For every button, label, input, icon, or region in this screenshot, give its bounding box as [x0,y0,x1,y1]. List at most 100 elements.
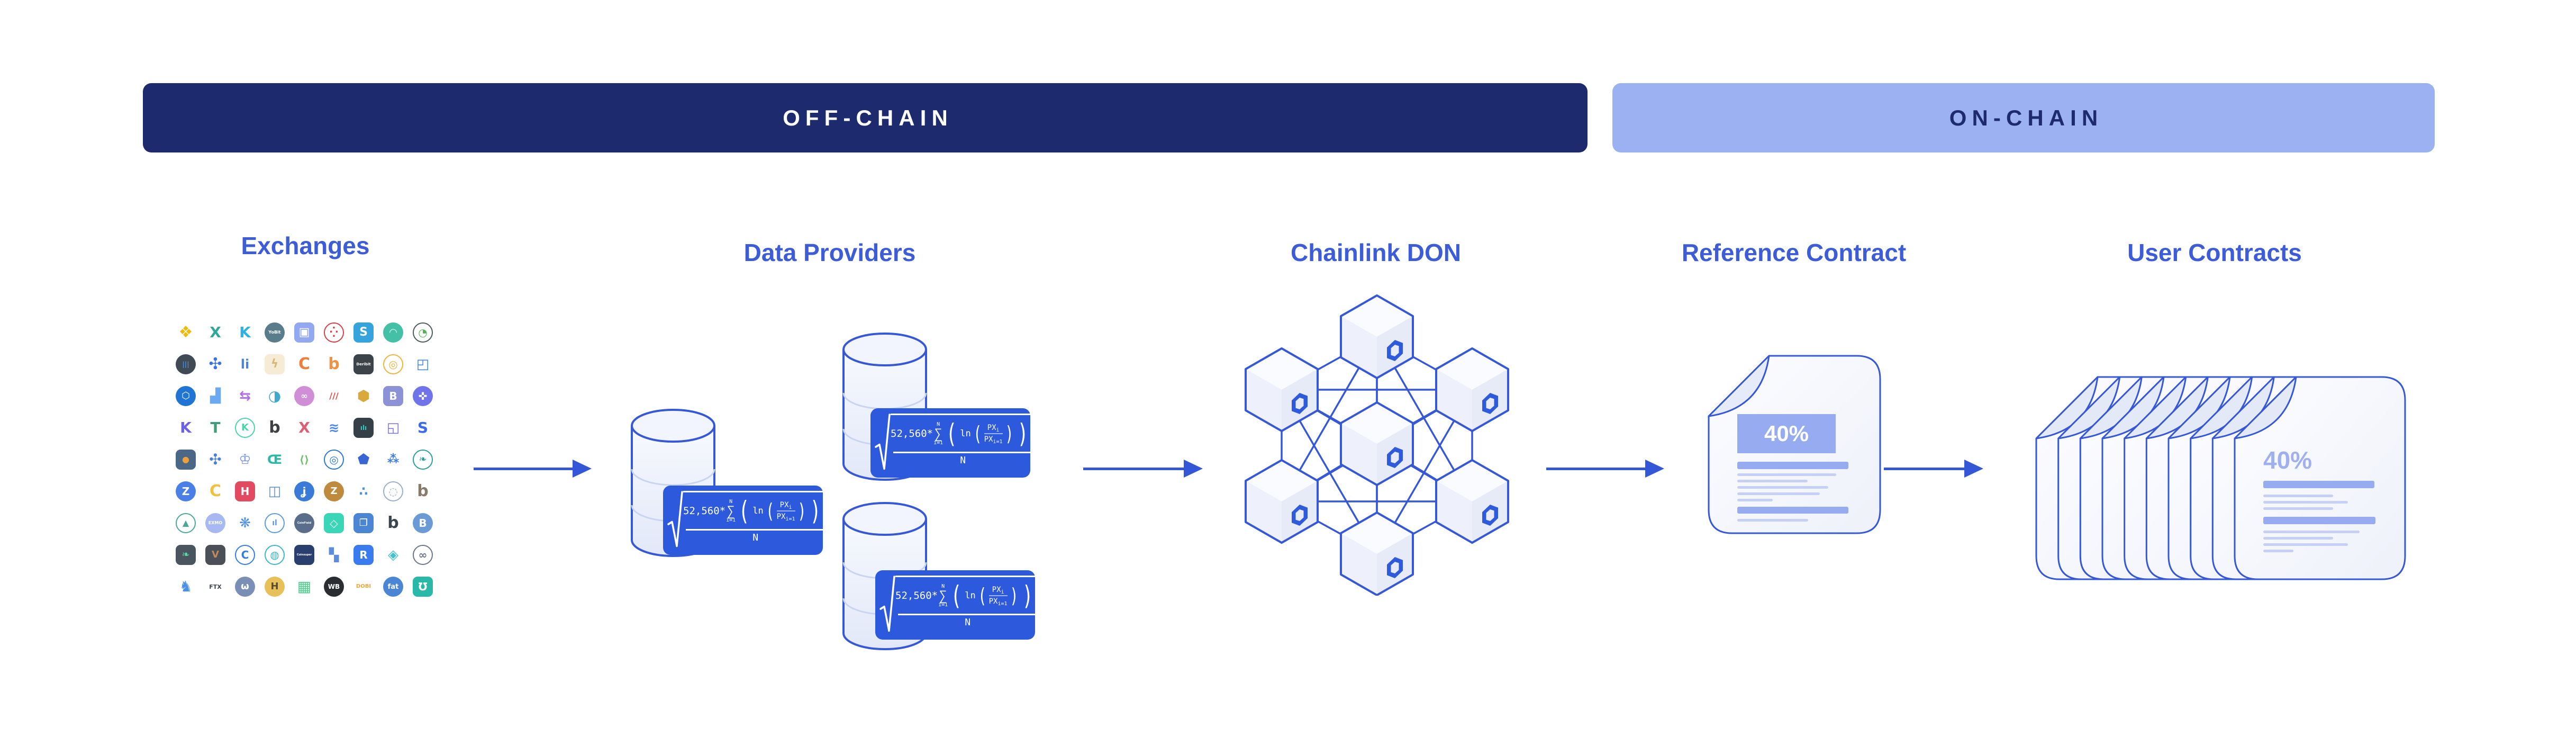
exchange-logo: ⟨⟩ [299,453,310,466]
exchange-logo: b [269,418,280,437]
exchange-logo: ∞ [289,380,319,412]
don-node [1435,347,1509,432]
exchange-logo: R [349,539,378,571]
exchange-logo: li [240,357,250,372]
square-root-icon [875,414,891,470]
exchange-logo: ◑ [268,387,282,405]
exchange-logo: ≋ [328,420,340,435]
exchange-logo: ılı [349,412,378,444]
flow-arrow-reference-to-users [1884,460,1983,478]
exchange-logo: B [408,507,438,539]
exchange-logo: ⬡ [171,380,201,412]
user-contracts-stack [2035,376,2406,580]
exchange-logo: B [378,380,408,412]
exchange-logo: C [298,355,311,373]
exchange-logo: X [298,419,310,436]
doc-text-line [1737,486,1828,489]
chainlink-logo-icon [1387,557,1403,578]
sigma-notation: N ∑ i=1 [933,421,944,446]
exchange-logo: ◰ [416,356,430,372]
exchange-logo: ▚ [329,547,339,562]
doc-text-line [2263,495,2333,497]
exchange-logo: ◱ [386,420,400,436]
off-chain-banner: OFF-CHAIN [143,83,1588,152]
exchange-logo: ϟ [260,348,289,380]
exchange-logo: ▟ [210,388,221,404]
don-node [1340,401,1414,486]
doc-text-line [1737,492,1820,495]
chainlink-logo-icon [1482,393,1498,414]
exchange-logo: ◎ [319,444,349,475]
flow-arrow-don-to-reference [1546,460,1664,478]
don-node [1340,511,1414,596]
exchange-logo: S [417,419,429,436]
doc-text-line [2263,531,2360,533]
front-contract-content: 40% [2233,375,2407,581]
exchange-logo: C [209,482,222,500]
sigma-notation: N ∑ i=1 [726,498,736,523]
exchange-logo: ❐ [349,507,378,539]
exchange-logo: ❧ [171,539,201,571]
exchange-logo: ◍ [260,539,289,571]
exchange-logo: Deribit [349,348,378,380]
section-label-chainlink-don: Chainlink DON [1290,239,1462,266]
don-node [1245,459,1319,544]
sigma-notation: N ∑ i=1 [938,583,948,608]
exchange-logo: YoBit [260,317,289,348]
chainlink-logo-icon [1387,340,1403,361]
exchange-logo: ✣ [209,451,222,468]
exchange-logo: S [349,317,378,348]
exchange-logo: ◔ [408,317,438,348]
doc-text-line [2263,517,2375,524]
flow-arrow-providers-to-don [1083,460,1203,478]
exchange-logo: ıl [260,507,289,539]
exchange-logo: C [230,539,260,571]
doc-text-line [2263,537,2333,540]
exchange-logo: ∴ [359,484,368,499]
doc-text-line [1737,462,1848,469]
exchange-logo: H [230,475,260,507]
contract-page [2234,376,2406,580]
exchange-logo: ♔ [239,452,251,468]
folded-corner [1708,355,1770,417]
doc-text-line [2263,481,2374,488]
exchange-logo: H [260,571,289,603]
don-node [1340,294,1414,379]
don-node [1245,347,1319,432]
doc-text-line [1737,507,1848,514]
percentage-badge: 40% [1737,414,1836,453]
exchange-logo: /// [329,391,339,401]
on-chain-banner-label: ON-CHAIN [1949,105,2103,130]
exchange-logo: ⇆ [239,388,251,404]
chainlink-logo-icon [1482,505,1498,526]
formula-coefficient: 52,560* [683,505,726,517]
exchange-logo: CoinField [289,507,319,539]
formula-denominator: N [965,617,971,628]
off-chain-banner-label: OFF-CHAIN [783,105,953,130]
square-root-icon [879,576,895,632]
exchange-logo: Z [171,475,201,507]
exchange-logo: ✜ [408,380,438,412]
section-label-user-contracts: User Contracts [2127,239,2302,266]
section-label-exchanges: Exchanges [241,232,370,259]
exchange-logo: Ʊ [408,571,438,603]
exchange-logo: ♞ [179,578,193,595]
doc-text-line [1737,519,1808,522]
exchange-logo: b [387,514,399,532]
exchange-logo: b [417,482,429,500]
formula-denominator: N [960,455,966,466]
exchange-logo: Œ [267,452,282,467]
doc-text-line [1737,480,1808,482]
exchange-logo: b [328,355,340,373]
percentage-value: 40% [2263,446,2312,474]
don-node [1435,459,1509,544]
exchange-logo: ❋ [239,515,251,531]
formula-coefficient: 52,560* [895,590,938,602]
exchange-logo: FTX [209,583,222,590]
